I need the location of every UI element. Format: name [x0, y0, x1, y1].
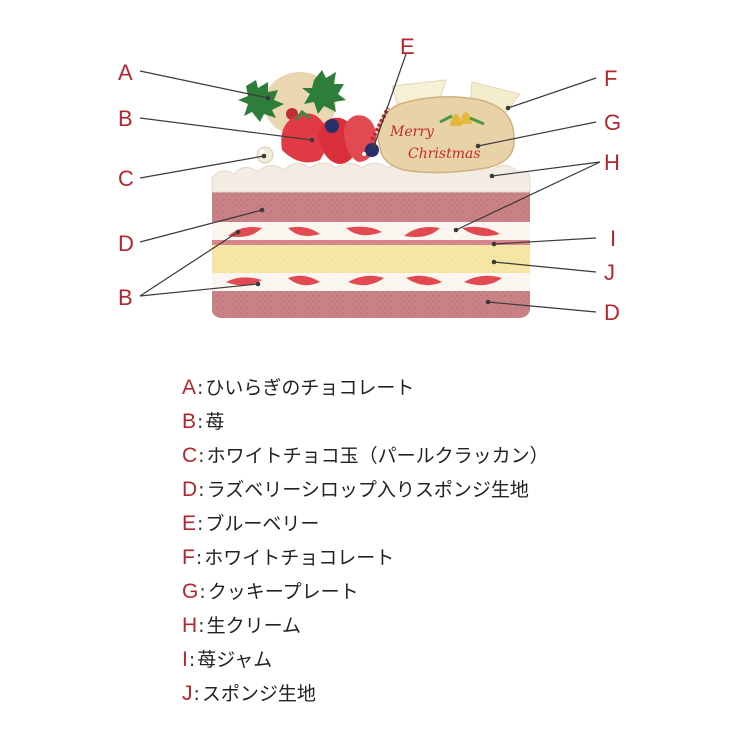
cake-diagram: Merry Christmas	[118, 34, 621, 325]
legend-separator: :	[198, 445, 205, 467]
legend-item: E:ブルーベリー	[182, 507, 549, 541]
leader-lines	[139, 53, 601, 313]
callout-i: I	[610, 226, 616, 251]
legend-item: H:生クリーム	[182, 609, 549, 643]
strawberry-row-lower	[226, 275, 502, 286]
legend-letter: H	[182, 614, 198, 637]
legend-text: スポンジ生地	[201, 683, 316, 705]
legend-text: ホワイトチョコレート	[204, 547, 395, 569]
legend-letter: D	[182, 478, 198, 501]
callout-h: H	[604, 150, 620, 175]
legend-letter: B	[182, 410, 197, 433]
legend-text: ラズベリーシロップ入りスポンジ生地	[206, 479, 529, 501]
legend-text: ひいらぎのチョコレート	[205, 377, 415, 399]
callout-b-bottom: B	[118, 285, 133, 310]
legend-text: 生クリーム	[206, 615, 302, 637]
legend-text: 苺ジャム	[197, 649, 273, 671]
strawberry-row-upper	[228, 226, 500, 237]
legend-text: クッキープレート	[207, 581, 359, 603]
plate-text-merry: Merry	[389, 124, 435, 140]
legend-separator: :	[193, 683, 200, 705]
callout-labels: A B C D B E F G H I J D	[118, 34, 621, 325]
legend-item: J:スポンジ生地	[182, 677, 549, 711]
sponge-layer-top	[212, 192, 530, 222]
legend-separator: :	[198, 479, 205, 501]
legend-separator: :	[188, 649, 196, 671]
legend-letter: I	[182, 648, 188, 671]
callout-d-bottom: D	[604, 300, 620, 325]
legend-text: ホワイトチョコ玉（パールクラッカン）	[206, 445, 549, 467]
legend-item: D:ラズベリーシロップ入りスポンジ生地	[182, 473, 549, 507]
legend-separator: :	[195, 547, 203, 569]
callout-e: E	[400, 34, 415, 59]
callout-a: A	[118, 60, 133, 85]
legend-item: F:ホワイトチョコレート	[182, 541, 549, 575]
bell-icon	[439, 112, 485, 126]
legend-item: B:苺	[182, 405, 549, 439]
legend-separator: :	[197, 377, 204, 399]
callout-b-top: B	[118, 106, 133, 131]
legend-item: A:ひいらぎのチョコレート	[182, 371, 549, 405]
callout-g: G	[604, 110, 621, 135]
legend-letter: C	[182, 444, 198, 467]
legend-text: 苺	[205, 411, 225, 433]
callout-c: C	[118, 166, 134, 191]
sponge-layer-bottom	[212, 291, 530, 318]
cookie-plate: Merry Christmas	[377, 96, 515, 174]
legend: A:ひいらぎのチョコレート B:苺 C:ホワイトチョコ玉（パールクラッカン） D…	[182, 371, 549, 711]
plate-text-christmas: Christmas	[408, 146, 481, 162]
sugar-stick	[370, 107, 390, 141]
callout-f: F	[604, 66, 617, 91]
legend-separator: :	[198, 615, 205, 637]
callout-j: J	[604, 260, 615, 285]
holly-chocolate	[238, 70, 346, 122]
legend-item: G:クッキープレート	[182, 575, 549, 609]
legend-separator: :	[197, 513, 204, 535]
legend-separator: :	[199, 581, 206, 603]
sponge-layer-middle	[212, 245, 530, 273]
legend-text: ブルーベリー	[205, 513, 320, 535]
cake-body	[212, 192, 530, 318]
legend-item: I:苺ジャム	[182, 643, 549, 677]
legend-letter: G	[182, 580, 199, 603]
callout-d-top: D	[118, 231, 134, 256]
legend-separator: :	[197, 411, 204, 433]
legend-letter: F	[182, 546, 195, 569]
jam-layer	[212, 240, 530, 245]
legend-letter: E	[182, 512, 197, 535]
legend-letter: J	[182, 682, 193, 705]
legend-letter: A	[182, 376, 197, 399]
legend-item: C:ホワイトチョコ玉（パールクラッカン）	[182, 439, 549, 473]
